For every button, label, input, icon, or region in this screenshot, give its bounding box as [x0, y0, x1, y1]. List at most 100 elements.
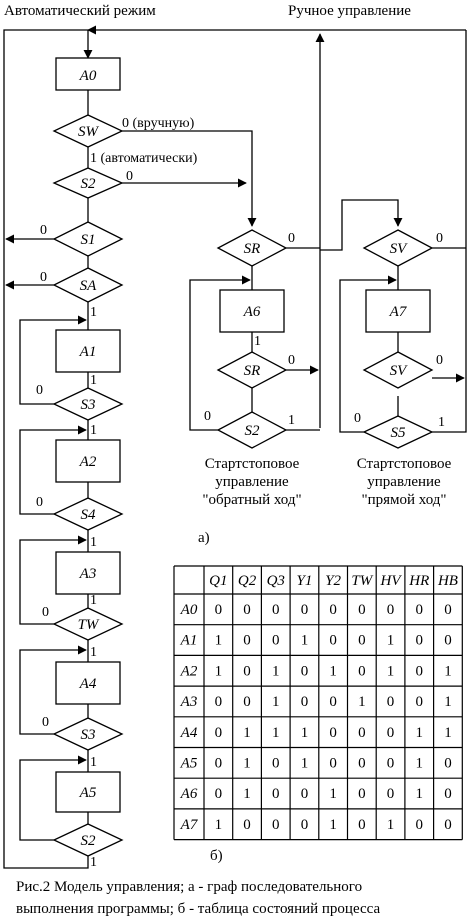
- table-cell: 0: [243, 633, 251, 649]
- label-sv-top: SV: [390, 241, 409, 257]
- table-cell: 0: [358, 602, 366, 618]
- edge-label-sa-one: 1: [90, 305, 97, 320]
- label-a0: A0: [79, 68, 97, 84]
- edge-label-sa-zero: 0: [40, 270, 47, 285]
- label-s5: S5: [391, 425, 407, 441]
- s3a-loop: [19, 315, 87, 405]
- table-cell: 0: [358, 725, 366, 741]
- manual-mode-header: Ручное управление: [288, 3, 411, 19]
- table-cell: 1: [329, 663, 337, 679]
- node-sv-bottom-diamond: [362, 351, 434, 389]
- sw-manual-branch: [122, 130, 257, 227]
- table-cell: 0: [387, 756, 395, 772]
- figure-caption-line1: Рис.2 Модель управления; а - граф послед…: [16, 879, 362, 895]
- edge-label-a1-one: 1: [90, 373, 97, 388]
- label-a1: A1: [79, 344, 97, 360]
- table-cell: 0: [329, 756, 337, 772]
- edge-label-s2-zero: 0: [126, 169, 133, 184]
- node-s3a-diamond: [52, 387, 124, 421]
- node-a5-box: [55, 771, 121, 813]
- table-cell: 1: [243, 786, 251, 802]
- label-a6: A6: [243, 304, 261, 320]
- tw-loop: [19, 535, 87, 625]
- table-cell: 0: [444, 817, 452, 833]
- caption-forward-line1: Стартстоповое: [357, 456, 452, 472]
- s2m-loop: [189, 275, 251, 431]
- edge-label-svt-zero: 0: [436, 231, 443, 246]
- node-sa-diamond: [52, 267, 124, 303]
- table-row-state-a0: A0: [180, 602, 198, 618]
- table-cell: 0: [329, 633, 337, 649]
- table-cell: 0: [358, 786, 366, 802]
- table-header-q3: Q3: [267, 573, 285, 589]
- table-header-y2: Y2: [325, 573, 341, 589]
- table-cell: 0: [301, 694, 309, 710]
- table-row-state-a6: A6: [180, 786, 198, 802]
- table-cell: 0: [387, 786, 395, 802]
- edge-label-s5-zero: 0: [354, 411, 361, 426]
- table-cell: 1: [444, 663, 452, 679]
- table-cell: 1: [387, 817, 395, 833]
- table-cell: 0: [272, 602, 280, 618]
- caption-reverse-line3: "обратный ход": [202, 492, 301, 508]
- node-s2-top-diamond: [52, 167, 124, 199]
- edge-label-srt-zero: 0: [288, 231, 295, 246]
- node-a1-box: [55, 329, 121, 373]
- edge-label-s2b-one: 1: [90, 855, 97, 870]
- table-cell: 0: [272, 817, 280, 833]
- label-a3: A3: [79, 566, 97, 582]
- table-cell: 0: [444, 633, 452, 649]
- node-s2-bottom-diamond: [52, 823, 124, 857]
- edge-label-s3a-one: 1: [90, 423, 97, 438]
- table-cell: 0: [358, 756, 366, 772]
- table-cell: 0: [215, 786, 223, 802]
- label-a2: A2: [79, 454, 97, 470]
- label-s1: S1: [81, 232, 96, 248]
- table-cell: 1: [444, 725, 452, 741]
- s3b-loop: [19, 645, 87, 735]
- table-header-hb: HB: [437, 573, 458, 589]
- s4-loop: [19, 425, 87, 515]
- table-cell: 1: [416, 786, 424, 802]
- edge-label-s3b-one: 1: [90, 755, 97, 770]
- s5-loop: [339, 275, 397, 433]
- node-a6-box: [219, 289, 285, 333]
- caption-forward-line3: "прямой ход": [361, 492, 446, 508]
- edge-label-s3a-zero: 0: [36, 383, 43, 398]
- s5-one-line: [432, 378, 467, 433]
- table-header-q1: Q1: [209, 573, 227, 589]
- table-cell: 0: [243, 817, 251, 833]
- label-tw: TW: [78, 617, 100, 633]
- label-a4: A4: [79, 676, 97, 692]
- table-cell: 1: [387, 633, 395, 649]
- table-row-state-a7: A7: [180, 817, 199, 833]
- table-cell: 0: [215, 756, 223, 772]
- table-cell: 0: [243, 602, 251, 618]
- table-cell: 1: [272, 694, 280, 710]
- table-cell: 0: [416, 602, 424, 618]
- label-s4: S4: [81, 507, 97, 523]
- caption-reverse-line2: управление: [215, 474, 289, 490]
- table-cell: 1: [329, 817, 337, 833]
- table-cell: 0: [416, 633, 424, 649]
- table-cell: 0: [215, 602, 223, 618]
- table-cell: 1: [215, 817, 223, 833]
- node-s2-mid-diamond: [216, 411, 288, 449]
- table-cell: 0: [358, 817, 366, 833]
- label-sr-top: SR: [244, 241, 261, 257]
- table-cell: 1: [416, 756, 424, 772]
- edge-label-s2m-zero: 0: [204, 409, 211, 424]
- table-cell: 1: [416, 725, 424, 741]
- caption-part-b: б): [210, 848, 223, 864]
- node-a7-box: [365, 289, 431, 333]
- edge-label-srb-zero: 0: [288, 353, 295, 368]
- node-a2-box: [55, 439, 121, 483]
- table-header-y1: Y1: [297, 573, 313, 589]
- edge-label-svb-zero: 0: [436, 353, 443, 368]
- label-s3a: S3: [81, 397, 96, 413]
- bottom-return-loop: [3, 29, 89, 869]
- table-cell: 0: [329, 602, 337, 618]
- table-cell: 0: [416, 694, 424, 710]
- edge-label-s1-zero: 0: [40, 223, 47, 238]
